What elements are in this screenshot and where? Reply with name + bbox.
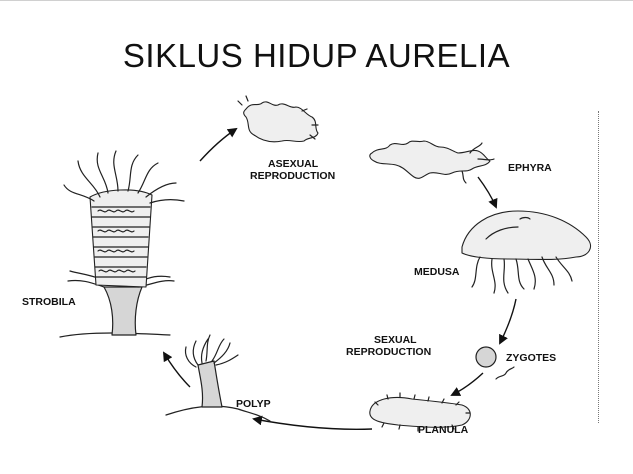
planula-label: PLANULA [418,424,469,436]
medusa-label: MEDUSA [414,266,460,278]
slide-title: SIKLUS HIDUP AURELIA [122,37,511,74]
slide-edge-guide [598,111,599,423]
strobila-illustration [59,150,185,338]
polyp-illustration [165,334,271,422]
ephyra-label: EPHYRA [508,162,552,174]
strobila-label: STROBILA [22,296,76,308]
released-ephyra-illustration [237,95,319,143]
arrow-zygotes-to-planula [450,372,484,396]
polyp-label: POLYP [236,398,271,410]
ephyra-illustration [369,140,495,184]
arrow-planula-to-polyp [252,415,373,430]
medusa-illustration [461,210,591,294]
planula-illustration [369,392,471,432]
arrow-ephyra-to-medusa [477,176,498,209]
sexual-reproduction-label: REPRODUCTION [346,346,431,358]
zygotes-label: ZYGOTES [506,352,556,364]
sexual-label: SEXUAL [374,334,417,346]
arrow-medusa-to-zygotes [499,298,517,345]
arrow-polyp-to-strobila [162,351,191,388]
asexual-label: ASEXUAL [268,158,319,170]
zygote-illustration [475,346,515,380]
arrow-strobila-to-ephyra [199,127,238,162]
asexual-reproduction-label: REPRODUCTION [250,170,335,182]
